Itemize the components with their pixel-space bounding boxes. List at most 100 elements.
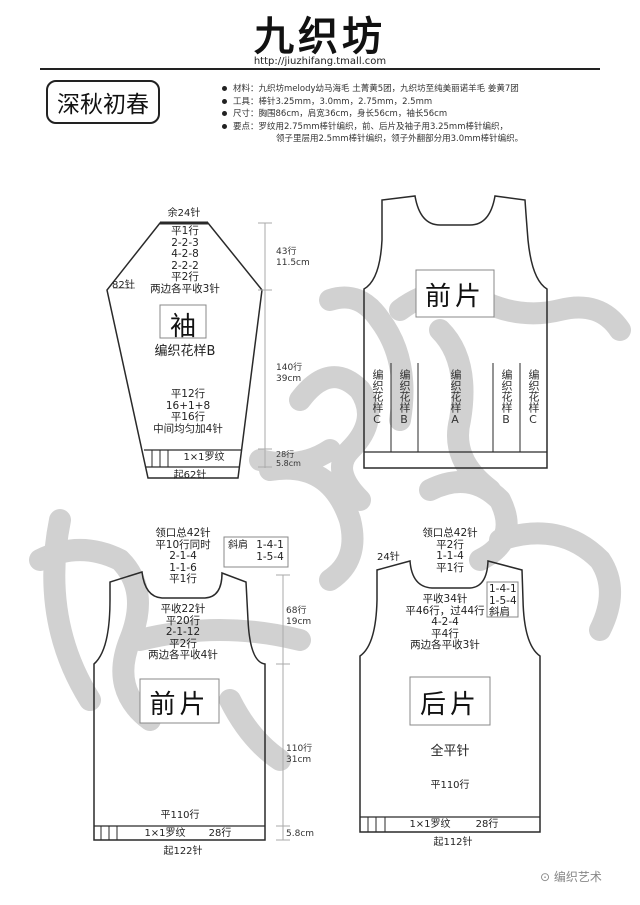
dim-rows: 68行 [286, 606, 307, 616]
spec-text: 棒针3.25mm，3.0mm，2.75mm，2.5mm [258, 96, 433, 107]
bullet-icon [222, 98, 227, 104]
bullet-icon [222, 111, 227, 116]
back-stitch: 全平针 [430, 744, 470, 759]
increase-step: 平12行 [170, 388, 206, 400]
dim-rows: 28行 [276, 450, 295, 459]
back-cast-on: 起112针 [433, 837, 473, 848]
back-neck-steps: 领口总42针 平2行 1-1-4 平1行 [405, 527, 495, 574]
back-shoulder-width: 24针 [377, 552, 400, 563]
spec-text: 九织坊melody幼马海毛 土菁黄5团，九织坊至纯美丽诺羊毛 姜黄7团 [258, 84, 519, 94]
armhole-step: 两边各平收3针 [410, 639, 480, 651]
spec-materials: 材料：九织坊melody幼马海毛 土菁黄5团，九织坊至纯美丽诺羊毛 姜黄7团 [222, 83, 523, 96]
front-schematic [93, 536, 290, 841]
dim-rows: 43行 [276, 247, 297, 257]
spec-label: 尺寸： [233, 109, 259, 119]
front-body-rows: 平110行 [160, 810, 200, 821]
pattern-title: 深秋初春 [46, 80, 160, 124]
cap-step: 两边各平收3针 [150, 282, 220, 295]
sleeve-cast-on: 起62针 [173, 470, 207, 481]
cap-step: 2-2-3 [171, 236, 199, 249]
neck-step: 平2行 [436, 538, 464, 551]
armhole-step: 两边各平收4针 [148, 649, 218, 661]
brand-logo: 九织坊 [254, 13, 386, 60]
column-letter: B [400, 413, 408, 426]
neck-step: 领口总42针 [422, 527, 478, 539]
front-overview-schematic [363, 195, 548, 469]
front-rib: 1×1罗纹 [144, 828, 186, 839]
increase-step: 平16行 [170, 411, 206, 423]
armhole-step: 4-2-4 [431, 616, 459, 628]
increase-step: 中间均匀加4针 [153, 422, 223, 435]
watermark-text: 编织艺术 [553, 870, 602, 884]
dim-cm: 5.8cm [286, 829, 315, 839]
dim-cm: 19cm [286, 617, 312, 627]
column-letter: B [502, 413, 510, 426]
shoulder-step: 1-4-1 [489, 583, 517, 595]
neck-step: 领口总42针 [155, 527, 211, 539]
dim-cm: 31cm [286, 755, 312, 765]
spec-notes-continued: 领子里层用2.5mm棒针编织，领子外翻部分用3.0mm棒针编织。 [276, 134, 524, 144]
sleeve-pattern: 编织花样B [154, 344, 216, 359]
brand-url: http://jiuzhifang.tmall.com [253, 56, 387, 67]
back-shoulder-steps: 1-4-1 1-5-4 斜肩 [487, 583, 521, 619]
sleeve-rib: 1×1罗纹 [183, 452, 225, 463]
armhole-step: 平46行，过44行 [405, 604, 485, 617]
column-letter: C [529, 413, 537, 426]
armhole-step: 平收34针 [422, 593, 468, 605]
neck-step: 2-1-4 [169, 550, 197, 562]
column-text: 编织花样 [500, 369, 513, 413]
front-dim-rib: 5.8cm [286, 829, 314, 840]
chat-bubble-icon: ⊙ [540, 870, 554, 884]
armhole-step: 平2行 [169, 637, 197, 650]
sleeve-cap-steps: 平1行 2-2-3 4-2-8 2-2-2 平2行 两边各平收3针 [140, 225, 230, 295]
column-text: 编织花样 [398, 369, 411, 413]
dim-rows: 140行 [276, 363, 303, 373]
bullet-icon [222, 86, 227, 91]
back-label: 后片 [419, 690, 480, 720]
column-text: 编织花样 [449, 369, 462, 413]
back-schematic [359, 560, 541, 833]
front-neck-steps: 领口总42针 平10行同时 2-1-4 1-1-6 平1行 [138, 527, 228, 586]
source-watermark: ⊙ 编织艺术 [540, 868, 602, 885]
front-rib-rows: 28行 [208, 828, 232, 839]
dim-cm: 5.8cm [276, 459, 301, 468]
shoulder-step: 1-4-1 [256, 539, 284, 551]
sleeve-side-width: 82针 [112, 280, 135, 291]
front-label: 前片 [149, 690, 210, 720]
column-text: 编织花样 [527, 369, 540, 413]
increase-step: 16+1+8 [165, 399, 211, 412]
neck-step: 平10行同时 [155, 538, 211, 551]
neck-step: 1-1-4 [436, 550, 464, 562]
front-cast-on: 起122针 [163, 846, 203, 857]
back-rib: 1×1罗纹 [409, 819, 451, 830]
front-overview-label: 前片 [424, 282, 485, 312]
back-rib-rows: 28行 [475, 819, 499, 830]
sleeve-increase-steps: 平12行 16+1+8 平16行 中间均匀加4针 [138, 388, 238, 435]
shoulder-label: 斜肩 [489, 606, 510, 618]
shoulder-step: 1-5-4 [256, 550, 284, 563]
dim-cm: 39cm [276, 374, 302, 384]
back-armhole-steps: 平收34针 平46行，过44行 4-2-4 平4行 两边各平收3针 [395, 593, 495, 652]
column-letter: A [451, 413, 459, 426]
neck-step: 1-1-6 [169, 561, 197, 574]
dim-rows: 110行 [286, 744, 313, 754]
armhole-step: 2-1-12 [165, 626, 201, 638]
spec-tools: 工具：棒针3.25mm，3.0mm，2.75mm，2.5mm [222, 96, 523, 109]
spec-list: 材料：九织坊melody幼马海毛 土菁黄5团，九织坊至纯美丽诺羊毛 姜黄7团 工… [222, 83, 523, 146]
back-body-rows: 平110行 [430, 780, 470, 791]
column-letter: C [373, 413, 381, 426]
cap-step: 4-2-8 [171, 248, 199, 260]
spec-label: 要点： [233, 121, 259, 132]
sleeve-label: 袖 [169, 312, 196, 342]
sleeve-top-stitches: 余24针 [167, 208, 201, 219]
spec-notes: 要点：罗纹用2.75mm棒针编织，前、后片及袖子用3.25mm棒针编织， [222, 121, 523, 134]
